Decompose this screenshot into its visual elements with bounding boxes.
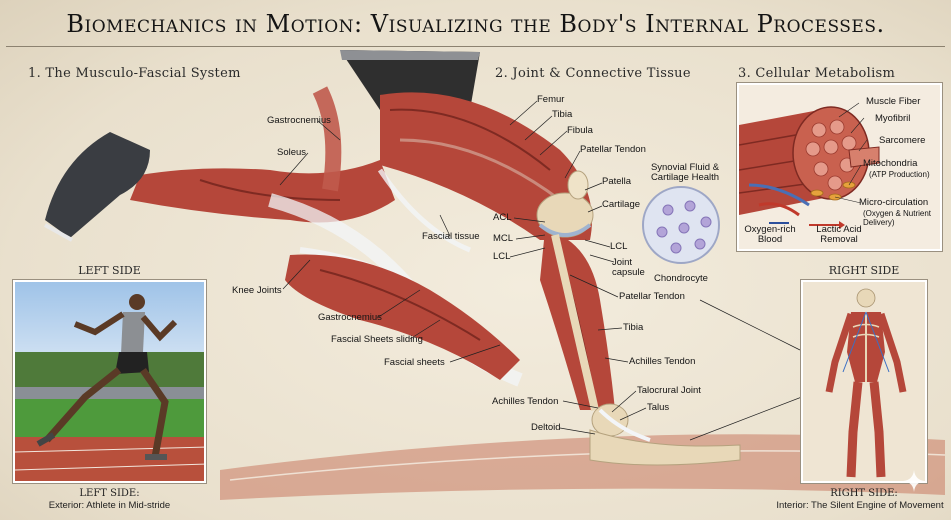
left-side-caption-sub: Exterior: Athlete in Mid-stride (48, 500, 171, 511)
label-deltoid: Deltoid (531, 422, 561, 433)
label-talus: Talus (647, 402, 670, 413)
label-oxygen-rich-blood: Oxygen-rich Blood (744, 224, 796, 245)
athlete-running-image (15, 282, 204, 481)
label-micro-circulation: Micro-circulation (859, 197, 929, 208)
muscle-fiber-illustration (739, 85, 940, 249)
label-fibula: Fibula (567, 125, 593, 136)
title-divider (6, 46, 945, 47)
label-knee-joints: Knee Joints (232, 285, 282, 296)
right-side-heading: RIGHT SIDE (828, 264, 900, 277)
label-femur: Femur (537, 94, 565, 105)
label-sarcomere: Sarcomere (879, 135, 926, 146)
label-mcl: MCL (493, 233, 514, 244)
label-acl: ACL (493, 212, 512, 223)
label-patellar-tendon-upper: Patellar Tendon (580, 144, 646, 155)
section-heading-musculo-fascial: 1. The Musculo-Fascial System (28, 66, 241, 81)
left-side-heading: LEFT SIDE (78, 264, 141, 277)
label-achilles-tendon-left: Achilles Tendon (492, 396, 559, 407)
label-lcl-left: LCL (493, 251, 511, 262)
label-gastrocnemius-lower: Gastrocnemius (318, 312, 382, 323)
full-body-anatomy-image (803, 282, 925, 481)
label-lactic-acid-removal: Lactic Acid Removal (816, 224, 862, 245)
label-patellar-tendon-lower: Patellar Tendon (619, 291, 685, 302)
label-myofibril: Myofibril (875, 113, 911, 124)
anatomy-figure-inset (801, 280, 927, 483)
label-mitochondria-sub: (ATP Production) (869, 170, 930, 179)
label-muscle-fiber: Muscle Fiber (866, 96, 921, 107)
label-cartilage: Cartilage (602, 199, 641, 210)
right-side-caption-sub: Interior: The Silent Engine of Movement (776, 500, 944, 511)
label-tibia-lower: Tibia (623, 322, 644, 333)
cellular-metabolism-inset: Muscle Fiber Myofibril Sarcomere Mitocho… (737, 83, 942, 251)
section-heading-joint-connective: 2. Joint & Connective Tissue (495, 66, 691, 81)
label-micro-circulation-sub: (Oxygen & Nutrient Delivery) (863, 209, 932, 227)
label-achilles-tendon-right: Achilles Tendon (629, 356, 696, 367)
label-talocrural-joint: Talocrural Joint (637, 385, 701, 396)
label-soleus: Soleus (277, 147, 307, 158)
label-tibia-upper: Tibia (552, 109, 573, 120)
label-mitochondria: Mitochondria (863, 158, 918, 169)
label-joint-capsule: Joint capsule (612, 257, 645, 278)
sparkle-icon (903, 470, 925, 492)
label-chondrocyte: Chondrocyte (654, 273, 708, 284)
label-fascial-tissue: Fascial tissue (422, 231, 480, 242)
label-fascial-sheets: Fascial sheets (384, 357, 445, 368)
page-title: Biomechanics in Motion: Visualizing the … (66, 10, 885, 38)
left-side-caption-title: LEFT SIDE: (79, 488, 140, 499)
right-side-caption-title: RIGHT SIDE: (830, 488, 898, 499)
label-lcl-right: LCL (610, 241, 628, 252)
label-patella: Patella (602, 176, 632, 187)
section-heading-cellular-metabolism: 3. Cellular Metabolism (738, 66, 896, 81)
label-synovial-fluid: Synovial Fluid & Cartilage Health (650, 162, 720, 183)
athlete-photo (13, 280, 206, 483)
label-fascial-sheets-sliding: Fascial Sheets sliding (331, 334, 423, 345)
label-gastrocnemius-upper: Gastrocnemius (267, 115, 331, 126)
